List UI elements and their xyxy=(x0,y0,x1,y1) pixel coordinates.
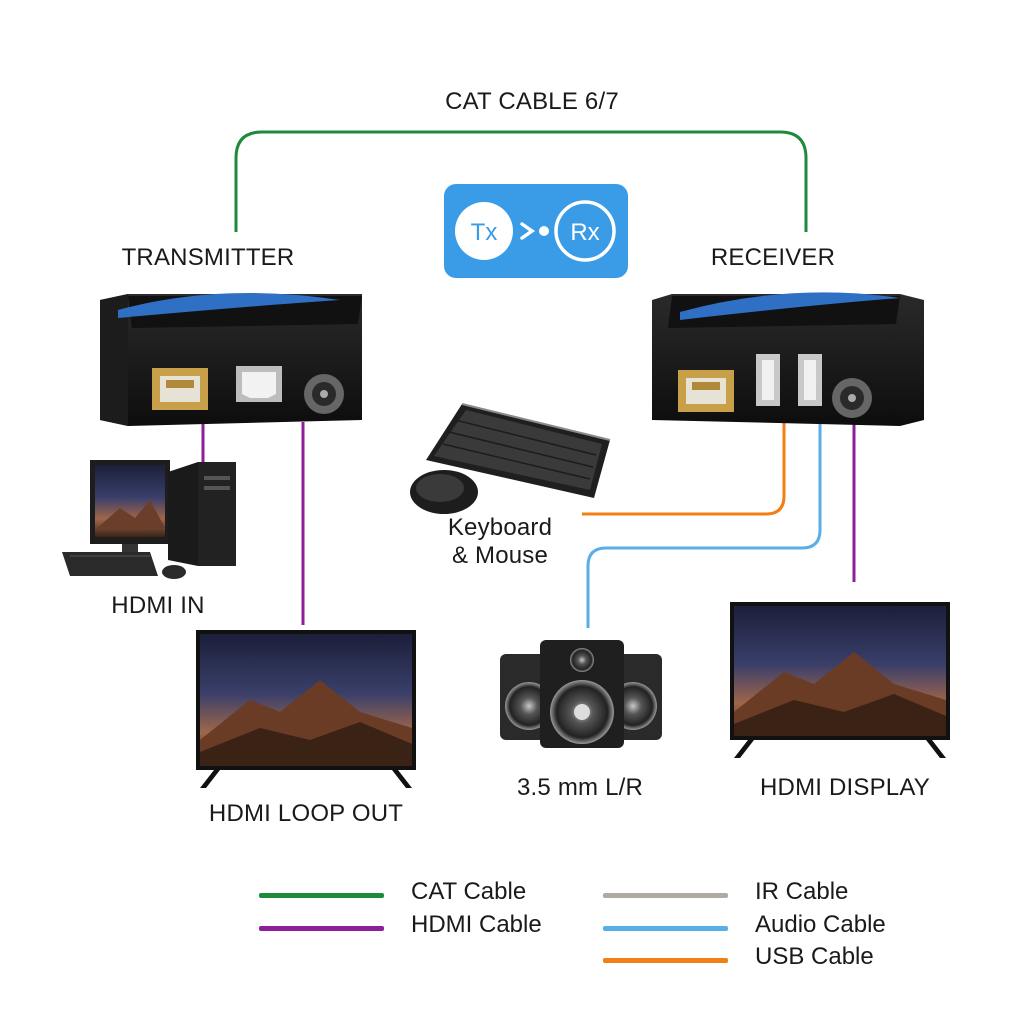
tv-loop-out-image xyxy=(196,630,416,788)
audio-cable-line xyxy=(586,422,822,628)
keyboard-mouse-image xyxy=(410,403,611,514)
usb-cable-line xyxy=(582,422,786,516)
audio-label: 3.5 mm L/R xyxy=(516,774,644,801)
legend-swatch-cat xyxy=(259,893,384,898)
receiver-device xyxy=(652,292,924,426)
legend-label-ir: IR Cable xyxy=(755,878,849,905)
tv-display-image xyxy=(730,602,950,758)
legend-swatch-usb xyxy=(603,958,728,963)
legend-label-usb: USB Cable xyxy=(755,943,874,970)
legend-swatch-hdmi xyxy=(259,926,384,931)
cat-cable-label: CAT CABLE 6/7 xyxy=(445,88,619,115)
mouse-label: & Mouse xyxy=(451,542,549,569)
cat-cable-line xyxy=(234,130,808,232)
speakers-image xyxy=(500,640,662,748)
legend-swatch-audio xyxy=(603,926,728,931)
keyboard-label: Keyboard xyxy=(447,514,553,541)
hdmi-loop-out-label: HDMI LOOP OUT xyxy=(208,800,404,827)
tx-rx-badge xyxy=(444,184,628,278)
legend-label-hdmi: HDMI Cable xyxy=(411,911,542,938)
badge-tx-text: Tx xyxy=(471,219,498,246)
receiver-label: RECEIVER xyxy=(710,244,836,271)
badge-rx-text: Rx xyxy=(570,219,599,246)
desktop-computer-image xyxy=(62,460,236,579)
hdmi-display-label: HDMI DISPLAY xyxy=(760,774,930,801)
hdmi-in-label: HDMI IN xyxy=(111,592,205,619)
legend-swatch-ir xyxy=(603,893,728,898)
legend-label-cat: CAT Cable xyxy=(411,878,527,905)
transmitter-label: TRANSMITTER xyxy=(121,244,295,271)
legend-label-audio: Audio Cable xyxy=(755,911,886,938)
transmitter-device xyxy=(100,292,362,426)
